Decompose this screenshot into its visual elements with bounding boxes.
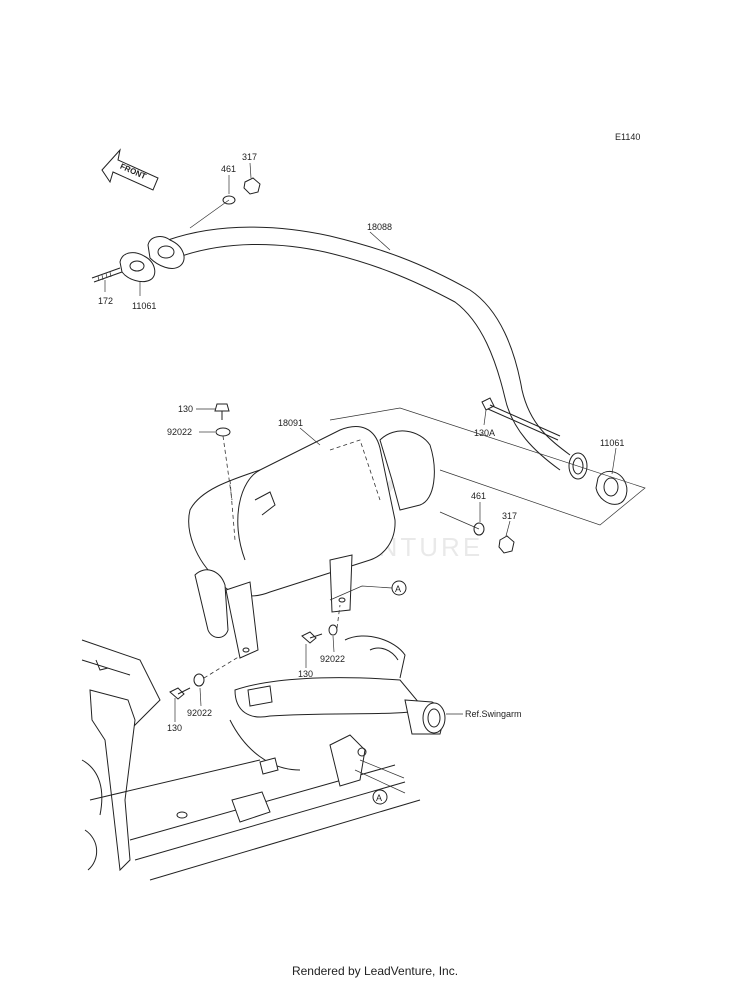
muffler: [188, 426, 435, 659]
frame-swingarm: [81, 635, 446, 881]
label-317-right: 317: [502, 511, 517, 521]
stud-bolt: [91, 267, 123, 283]
nut-top: [243, 177, 261, 195]
label-11061-left: 11061: [132, 301, 156, 311]
nut-right: [498, 535, 515, 554]
label-18091: 18091: [278, 418, 303, 428]
label-172: 172: [98, 296, 113, 306]
reference-plane: [329, 407, 646, 526]
label-92022-low: 92022: [187, 708, 212, 718]
label-130-top: 130: [178, 404, 193, 414]
label-461-right: 461: [471, 491, 486, 501]
callout-a-lower: A: [354, 759, 406, 805]
washer-92022-low: [193, 673, 205, 687]
front-arrow-icon: FRONT: [101, 148, 159, 191]
washer-92022-top: [215, 427, 231, 437]
bolt-mid: [301, 631, 323, 644]
bolt-top: [214, 403, 230, 420]
label-92022-mid: 92022: [320, 654, 345, 664]
leader-lines: [104, 162, 617, 722]
label-11061-right: 11061: [600, 438, 624, 448]
bolt-low: [169, 687, 191, 700]
gasket-right: [595, 471, 628, 505]
callout-a-upper-letter: A: [395, 584, 401, 594]
label-130a: 130A: [474, 428, 495, 438]
callout-a-upper: A: [329, 580, 407, 601]
callout-a-lower-letter: A: [376, 793, 382, 803]
diagram-code: E1140: [615, 132, 640, 142]
label-317-top: 317: [242, 152, 257, 162]
washer-92022-mid: [328, 624, 338, 636]
ref-swingarm-label: Ref.Swingarm: [465, 709, 522, 719]
bolt-130a: [481, 397, 561, 441]
label-18088: 18088: [367, 222, 392, 232]
label-92022-top: 92022: [167, 427, 192, 437]
label-130-low: 130: [167, 723, 182, 733]
footer-credit: Rendered by LeadVenture, Inc.: [291, 964, 459, 978]
label-461-top: 461: [221, 164, 236, 174]
label-130-mid: 130: [298, 669, 313, 679]
gasket-left: [119, 252, 156, 283]
